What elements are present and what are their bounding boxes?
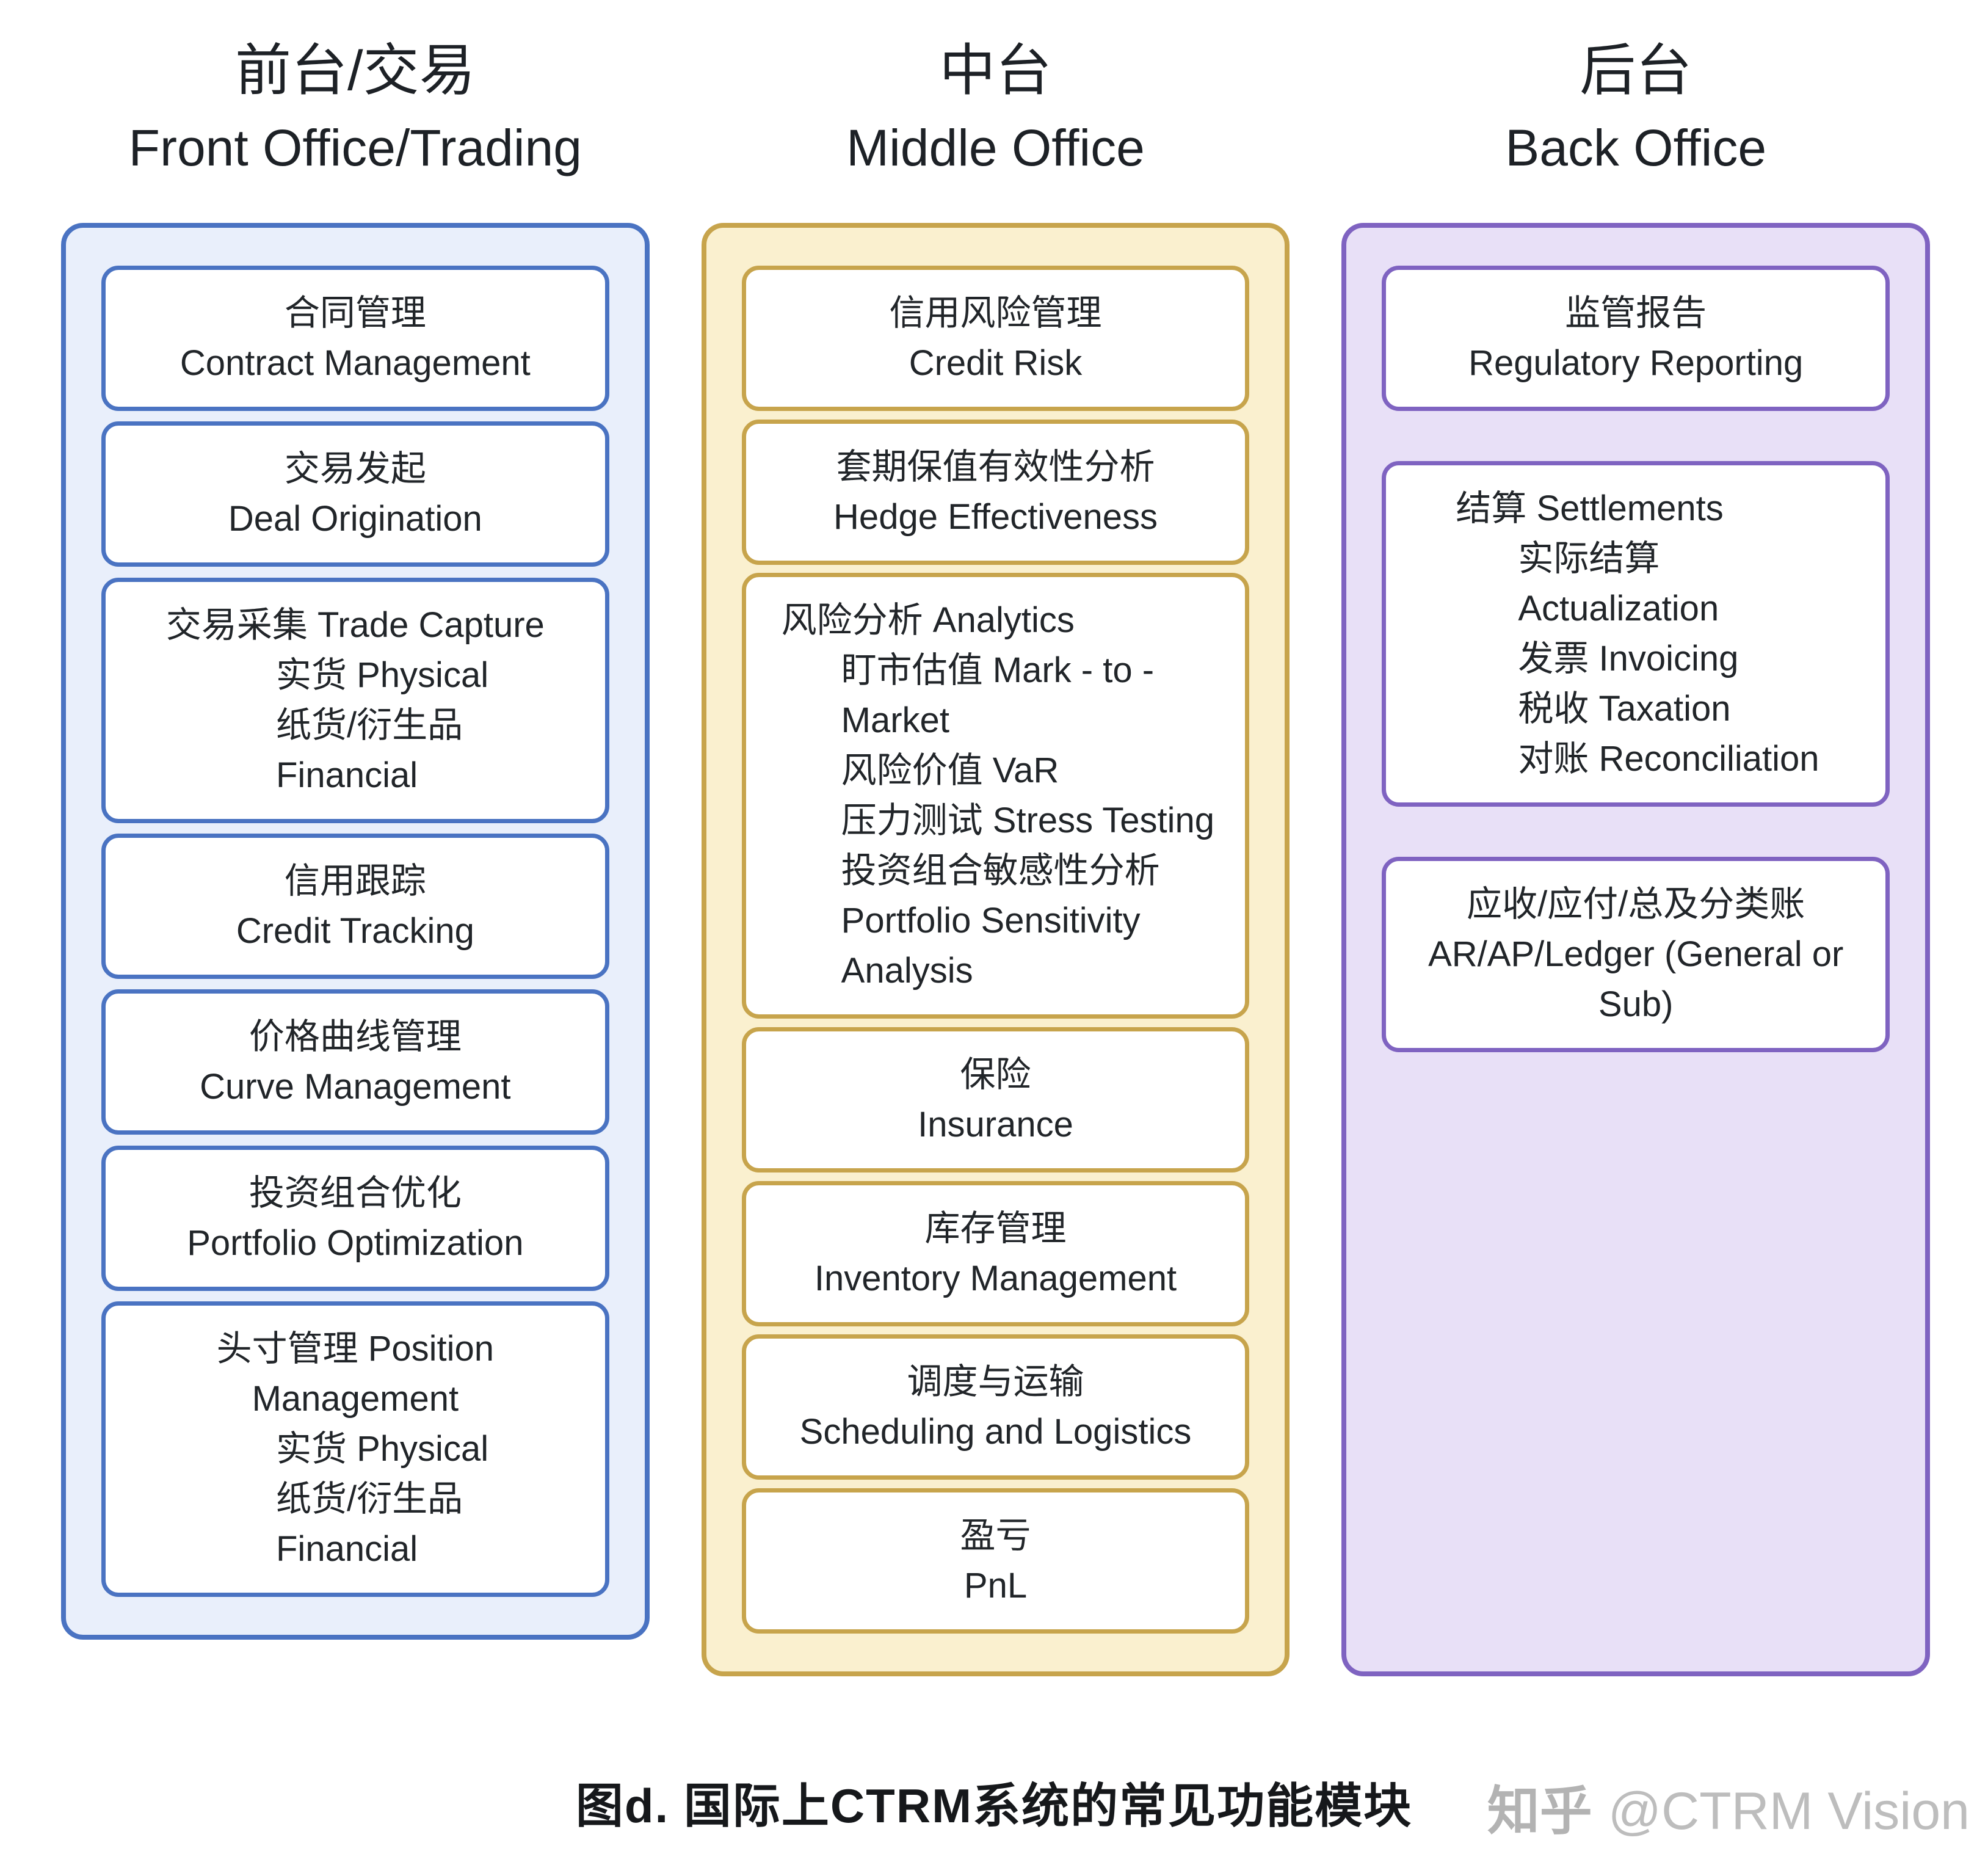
module-line: 价格曲线管理 xyxy=(248,1017,462,1057)
column-header: 前台/交易 Front Office/Trading xyxy=(61,0,650,223)
module-box: 风险分析 Analytics 盯市估值 Mark - to - Market 风险价… xyxy=(741,573,1250,1019)
office-column: 后台 Back Office 监管报告 Regulatory Reporting 结… xyxy=(1341,0,1931,1676)
module-box: 监管报告 Regulatory Reporting xyxy=(1382,266,1890,411)
column-title-en: Middle Office xyxy=(846,119,1145,176)
module-line: Contract Management xyxy=(180,343,531,383)
module-line: 投资组合敏感性分析 xyxy=(841,851,1160,891)
module-line: 交易采集 Trade Capture xyxy=(165,605,545,645)
caption-row: 图d. 国际上CTRM系统的常见功能模块 知乎 @CTRM Vision xyxy=(0,1768,1988,1847)
module-line: 纸货/衍生品 Financial xyxy=(276,705,473,795)
module-line: 结算 Settlements xyxy=(1456,489,1724,528)
module-box: 交易采集 Trade Capture 实货 Physical 纸货/衍生品 Fina… xyxy=(101,577,609,823)
module-line: 合同管理 xyxy=(284,293,426,333)
module-line: Deal Origination xyxy=(228,499,482,539)
module-line: 实货 Physical xyxy=(276,655,489,695)
columns-container: 前台/交易 Front Office/Trading 合同管理 Contract … xyxy=(61,0,1931,1676)
module-line: Credit Risk xyxy=(909,343,1083,383)
module-line: 实货 Physical xyxy=(276,1428,489,1469)
module-box: 调度与运输 Scheduling and Logistics xyxy=(741,1334,1250,1480)
module-line: Regulatory Reporting xyxy=(1468,343,1804,383)
module-line: 税收 Taxation xyxy=(1518,689,1731,729)
module-line: 压力测试 Stress Testing xyxy=(841,801,1214,841)
module-box: 信用跟踪 Credit Tracking xyxy=(101,833,609,979)
watermark: 知乎 @CTRM Vision xyxy=(1487,1768,1970,1844)
column-header: 后台 Back Office xyxy=(1341,0,1930,223)
module-box: 头寸管理 Position Management 实货 Physical 纸货/衍生… xyxy=(101,1301,609,1597)
column-panel: 合同管理 Contract Management 交易发起 Deal Originat… xyxy=(61,223,650,1640)
module-line: Curve Management xyxy=(200,1067,511,1107)
office-column: 前台/交易 Front Office/Trading 合同管理 Contract … xyxy=(61,0,650,1676)
module-line: PnL xyxy=(963,1565,1028,1605)
module-box: 套期保值有效性分析 Hedge Effectiveness xyxy=(741,419,1250,565)
figure-caption: 图d. 国际上CTRM系统的常见功能模块 xyxy=(575,1779,1413,1833)
module-line: 信用跟踪 xyxy=(284,860,426,901)
column-title-zh: 前台/交易 xyxy=(235,40,476,102)
column-title-en: Front Office/Trading xyxy=(128,119,582,176)
module-line: Hedge Effectiveness xyxy=(833,496,1158,537)
module-line: Portfolio Sensitivity Analysis xyxy=(841,901,1148,991)
module-line: 交易发起 xyxy=(284,449,426,489)
module-line: 风险价值 VaR xyxy=(841,751,1059,791)
module-box: 保险 Insurance xyxy=(741,1027,1250,1172)
module-line: Inventory Management xyxy=(814,1258,1177,1298)
module-line: 调度与运输 xyxy=(907,1362,1084,1402)
module-line: 保险 xyxy=(960,1054,1031,1094)
module-line: 盯市估值 Mark - to - Market xyxy=(841,650,1164,741)
column-title-en: Back Office xyxy=(1505,119,1767,176)
module-line: Insurance xyxy=(918,1104,1073,1144)
column-title-zh: 后台 xyxy=(1580,40,1692,102)
column-title-zh: 中台 xyxy=(939,40,1052,102)
module-line: 对账 Reconciliation xyxy=(1518,739,1819,779)
module-box: 价格曲线管理 Curve Management xyxy=(101,989,609,1135)
module-box: 信用风险管理 Credit Risk xyxy=(741,266,1250,411)
zhihu-logo: 知乎 xyxy=(1487,1782,1592,1841)
module-line: 头寸管理 Position Management xyxy=(216,1328,504,1419)
watermark-handle: @CTRM Vision xyxy=(1608,1782,1970,1841)
module-box: 投资组合优化 Portfolio Optimization xyxy=(101,1145,609,1291)
module-line: 风险分析 Analytics xyxy=(781,600,1075,641)
module-line: 监管报告 xyxy=(1565,293,1707,333)
column-panel: 信用风险管理 Credit Risk 套期保值有效性分析 Hedge Effectiv… xyxy=(701,223,1290,1676)
module-line: 纸货/衍生品 Financial xyxy=(276,1478,473,1569)
module-line: Portfolio Optimization xyxy=(187,1223,524,1263)
module-box: 应收/应付/总及分类账 AR/AP/Ledger (General or Sub) xyxy=(1382,857,1890,1052)
module-line: 投资组合优化 xyxy=(248,1172,462,1213)
module-line: Credit Tracking xyxy=(236,911,474,951)
module-box: 盈亏 PnL xyxy=(741,1488,1250,1634)
module-box: 库存管理 Inventory Management xyxy=(741,1180,1250,1326)
office-column: 中台 Middle Office 信用风险管理 Credit Risk 套期保值有效… xyxy=(701,0,1290,1676)
column-panel: 监管报告 Regulatory Reporting 结算 Settlements 实际… xyxy=(1341,223,1931,1676)
module-line: 实际结算 Actualization xyxy=(1518,539,1719,628)
module-box: 合同管理 Contract Management xyxy=(101,266,609,411)
module-line: Scheduling and Logistics xyxy=(799,1412,1192,1452)
module-line: 应收/应付/总及分类账 xyxy=(1467,884,1805,924)
column-header: 中台 Middle Office xyxy=(702,0,1290,223)
module-box: 交易发起 Deal Origination xyxy=(101,421,609,567)
module-line: AR/AP/Ledger (General or Sub) xyxy=(1428,934,1854,1024)
module-line: 库存管理 xyxy=(924,1208,1067,1248)
module-line: 信用风险管理 xyxy=(889,293,1102,333)
module-box: 结算 Settlements 实际结算 Actualization 发票 Invoi… xyxy=(1382,461,1890,807)
module-line: 套期保值有效性分析 xyxy=(836,446,1155,487)
module-line: 发票 Invoicing xyxy=(1518,639,1739,678)
module-line: 盈亏 xyxy=(960,1515,1031,1555)
